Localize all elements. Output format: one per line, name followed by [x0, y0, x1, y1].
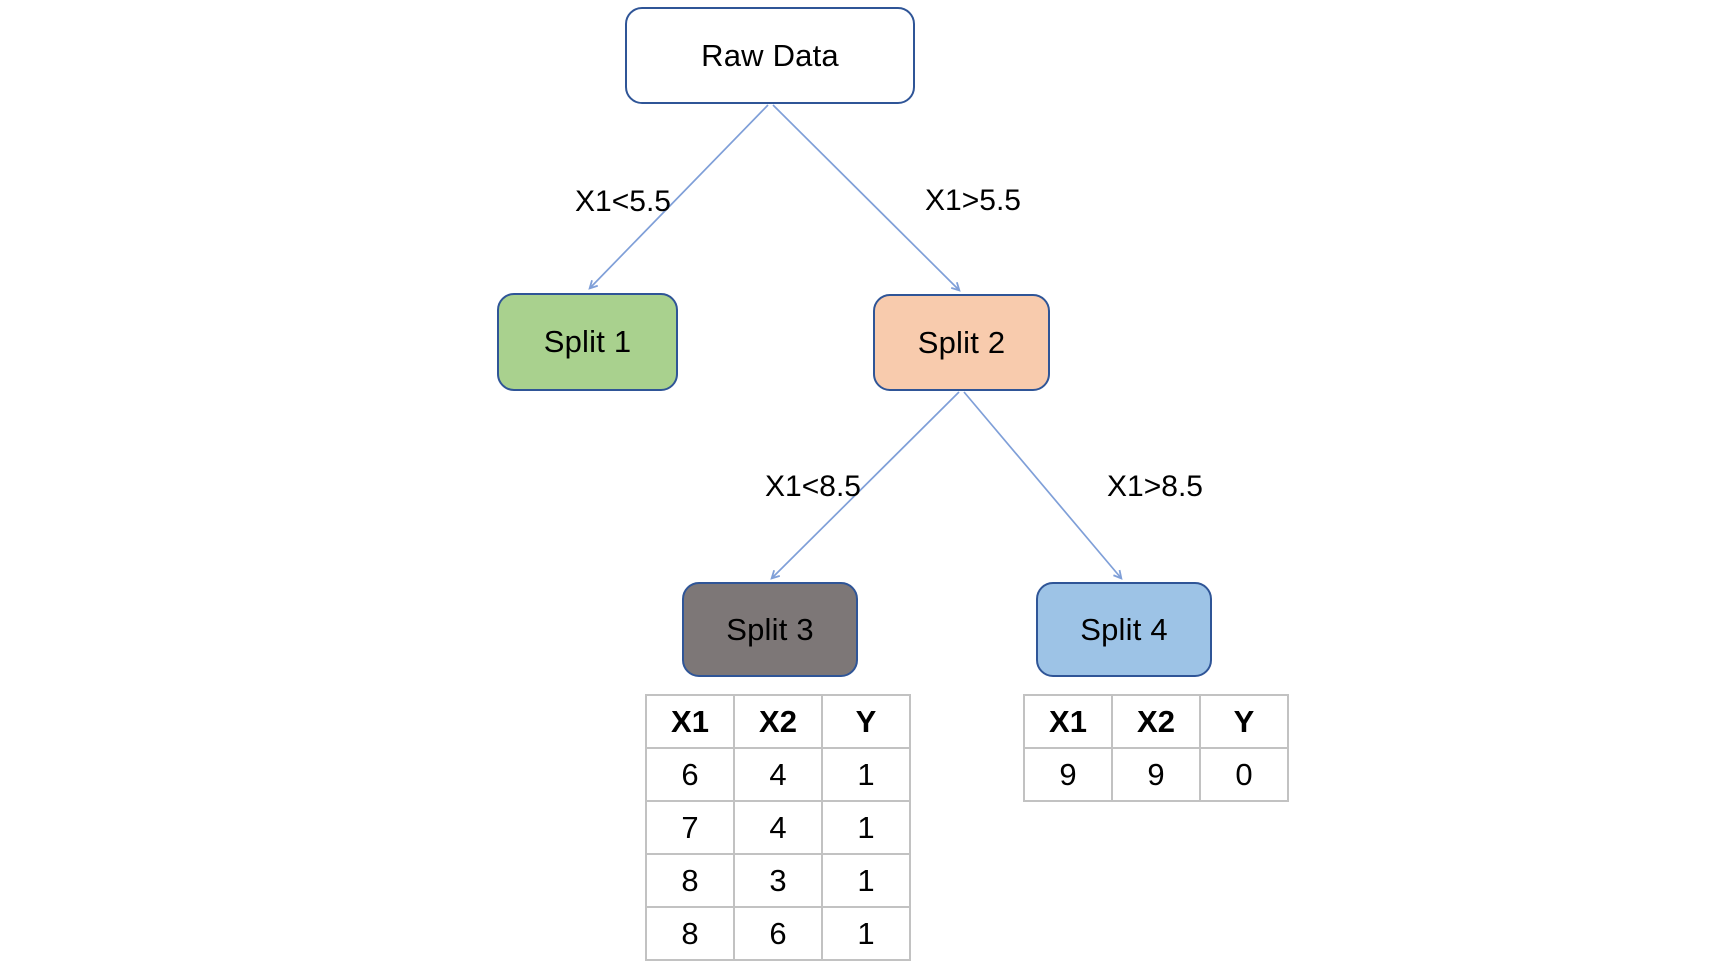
table-row: 6 4 1 — [645, 747, 911, 802]
col-header-x1: X1 — [1023, 694, 1113, 749]
cell-x1: 9 — [1023, 747, 1113, 802]
cell-y: 0 — [1199, 747, 1289, 802]
col-header-y: Y — [1199, 694, 1289, 749]
table-row: 9 9 0 — [1023, 747, 1289, 802]
table-row: 8 3 1 — [645, 853, 911, 908]
col-header-x2: X2 — [733, 694, 823, 749]
edge-label-x1-gt-5-5: X1>5.5 — [925, 184, 1021, 217]
split-4-label: Split 4 — [1080, 611, 1168, 647]
col-header-x1: X1 — [645, 694, 735, 749]
split-3-label: Split 3 — [726, 611, 814, 647]
split-3-node: Split 3 — [682, 582, 858, 677]
cell-y: 1 — [821, 800, 911, 855]
cell-y: 1 — [821, 853, 911, 908]
cell-y: 1 — [821, 906, 911, 961]
cell-x2: 4 — [733, 747, 823, 802]
raw-data-node: Raw Data — [625, 7, 915, 104]
raw-data-label: Raw Data — [701, 37, 839, 73]
cell-x2: 4 — [733, 800, 823, 855]
table-row: 7 4 1 — [645, 800, 911, 855]
split-1-label: Split 1 — [543, 324, 632, 359]
cell-x1: 6 — [645, 747, 735, 802]
table-header-row: X1 X2 Y — [1023, 694, 1289, 749]
edge-label-x1-gt-8-5: X1>8.5 — [1107, 470, 1203, 503]
cell-x1: 7 — [645, 800, 735, 855]
table-header-row: X1 X2 Y — [645, 694, 911, 749]
table-row: 8 6 1 — [645, 906, 911, 961]
col-header-x2: X2 — [1111, 694, 1201, 749]
split-3-data-table: X1 X2 Y 6 4 1 7 4 1 8 3 1 8 6 — [645, 694, 911, 961]
cell-x2: 9 — [1111, 747, 1201, 802]
split-4-data-table: X1 X2 Y 9 9 0 — [1023, 694, 1289, 802]
cell-x1: 8 — [645, 906, 735, 961]
split-2-label: Split 2 — [917, 324, 1006, 360]
col-header-y: Y — [821, 694, 911, 749]
split-2-node: Split 2 — [873, 294, 1050, 391]
cell-y: 1 — [821, 747, 911, 802]
edge-label-x1-lt-8-5: X1<8.5 — [765, 470, 861, 503]
cell-x2: 3 — [733, 853, 823, 908]
split-1-node: Split 1 — [497, 293, 678, 391]
split-4-node: Split 4 — [1036, 582, 1212, 677]
arrow-split2-to-split4 — [963, 391, 1123, 580]
cell-x1: 8 — [645, 853, 735, 908]
edge-label-x1-lt-5-5: X1<5.5 — [575, 185, 671, 218]
cell-x2: 6 — [733, 906, 823, 961]
